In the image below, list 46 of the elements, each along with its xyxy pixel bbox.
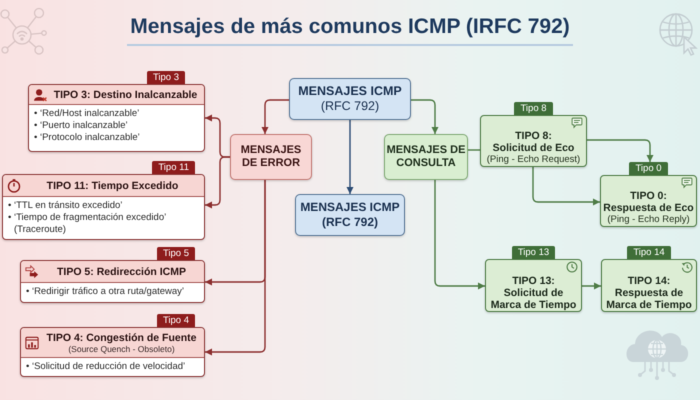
card-subtitle: (Source Quench - Obsoleto) [68,344,175,354]
bullet-item: • ‘Puerto inalcanzable’ [34,120,129,132]
connector-arrow [587,139,654,162]
card-title: TIPO 3: Destino Inalcanzable [54,88,198,100]
bullet-item: • ‘Red/Host inalcanzable’ [34,108,140,120]
card-title: TIPO 14: Respuesta de Marca de Tiempo [605,274,693,310]
connector-arrow [434,180,485,290]
type-tag: Tipo 13 [512,246,556,259]
connector-arrow [262,99,289,134]
type-tag: Tipo 5 [156,247,195,260]
box-title: MENSAJES DE ERROR [240,144,302,170]
root-box [289,78,411,120]
diagram-title: Mensajes de más comunos ICMP (IRFC 792) [127,14,573,46]
bullet-item: • ‘Protocolo inalcanzable’ [34,132,141,144]
type-tag: Tipo 11 [152,161,195,174]
connector-arrow [346,120,354,194]
card-title: TIPO 8: Solicitud de Eco [492,130,575,154]
box-title: MENSAJES ICMP [298,84,402,99]
type-tag: Tipo 8 [514,102,553,115]
category-box [384,134,468,180]
bullet-item: • ‘Redirigir tráfico a otra ruta/gateway’ [26,286,186,298]
card-subtitle: (Ping - Echo Reply) [607,214,690,226]
type-tag: Tipo 3 [146,71,185,84]
connector-arrow [532,167,600,206]
card-title: TIPO 11: Tiempo Excedido [46,180,178,192]
card-title: TIPO 4: Congestión de Fuente [46,332,196,344]
bullet-item: • ‘TTL en tránsito excedido’ [8,200,124,212]
box-title: MENSAJES DE CONSULTA [386,144,466,170]
connector-arrow [411,99,438,134]
root-box [295,194,405,236]
connector-arrow [582,282,601,290]
type-tag: Tipo 14 [627,246,671,259]
card-title: TIPO 13: Solicitud de Marca de Tiempo [490,274,578,310]
card-subtitle: (Ping - Echo Request) [486,154,580,166]
bullet-item: • ‘Solicitud de reducción de velocidad’ [26,361,186,373]
type-tag: Tipo 4 [156,314,195,327]
box-subtitle: (RFC 792) [320,99,380,114]
category-box [230,134,312,180]
type-tag: Tipo 0 [629,162,668,175]
connector-arrow [205,180,266,356]
card-title: TIPO 0: Respuesta de Eco [602,190,694,214]
connector-arrow [205,156,230,208]
card-title: TIPO 5: Redirección ICMP [57,266,186,278]
box-title: MENSAJES ICMP (RFC 792) [299,200,401,230]
bullet-item: • ‘Tiempo de fragmentación excedido’ (Traceroute) [8,212,167,236]
connector-line [468,149,480,151]
